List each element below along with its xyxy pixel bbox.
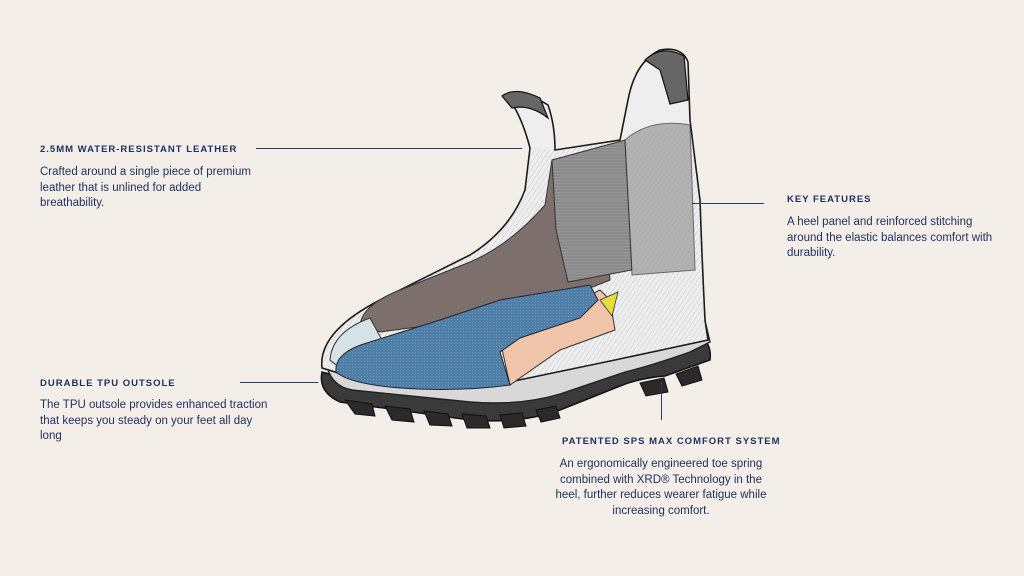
leather-leader-line xyxy=(256,148,522,149)
outsole-callout-title: DURABLE TPU OUTSOLE xyxy=(40,378,176,389)
footbed xyxy=(335,284,599,390)
pull-tabs xyxy=(501,50,689,120)
leather-callout-body: Crafted around a single piece of premium… xyxy=(40,166,251,209)
xrd-pad xyxy=(599,291,619,317)
tread-lugs xyxy=(343,365,703,429)
leather-callout-title: 2.5mm WATER-RESISTANT LEATHER xyxy=(40,144,238,155)
outsole-leader-line xyxy=(240,382,318,383)
elastic-gusset xyxy=(551,139,633,283)
comfort-callout-body: An ergonomically engineered toe spring c… xyxy=(555,458,767,517)
comfort-callout-title: PATENTED SPS MAX COMFORT SYSTEM xyxy=(562,436,781,447)
features-callout-body: A heel panel and reinforced stitching ar… xyxy=(787,216,993,259)
features-callout-title: KEY FEATURES xyxy=(787,194,872,205)
features-leader-line xyxy=(692,203,764,204)
comfort-leader-line xyxy=(661,382,662,420)
outsole-callout-body: The TPU outsole provides enhanced tracti… xyxy=(40,399,268,442)
